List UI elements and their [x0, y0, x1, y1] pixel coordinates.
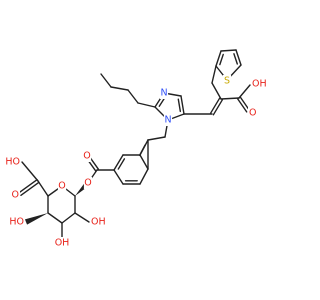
- atom-label-ho-c4: HO: [9, 217, 24, 228]
- atom-label-o-pyranose-ring: O: [58, 181, 65, 192]
- atom-label-oh-c2: OH: [91, 217, 106, 228]
- atom-label-mask: [90, 216, 105, 228]
- bond: [21, 161, 39, 182]
- bond: [61, 212, 76, 224]
- atom-label-n-imidazole-substituted: N: [164, 115, 171, 126]
- atom-label-mask: [57, 180, 67, 192]
- atom-label-mask: [11, 189, 20, 201]
- atom-label-s-thiophene: S: [224, 76, 230, 87]
- atom-label-mask: [159, 87, 169, 99]
- bond: [47, 212, 63, 224]
- atom-label-mask: [222, 75, 232, 87]
- bond: [209, 97, 221, 114]
- bond: [220, 49, 237, 52]
- bond: [127, 89, 139, 104]
- bond: [236, 98, 248, 113]
- atom-label-mask: [6, 156, 21, 168]
- bond: [138, 144, 146, 157]
- bond-layer: [18, 49, 251, 241]
- bond: [74, 212, 90, 223]
- atom-label-oh-acid-top: OH: [252, 79, 267, 90]
- bond: [113, 154, 124, 171]
- stereo-wedge-bond: [24, 213, 48, 225]
- atom-label-mask: [83, 177, 93, 189]
- bond: [212, 99, 224, 116]
- bond: [139, 168, 149, 185]
- bond: [100, 73, 112, 88]
- bond: [238, 84, 251, 99]
- atom-label-o-acid-top-carbonyl: O: [249, 108, 256, 119]
- atom-label-mask: [251, 78, 266, 90]
- bond: [37, 180, 49, 197]
- bond: [20, 181, 40, 196]
- bond: [18, 179, 38, 194]
- bond: [110, 86, 129, 91]
- bond: [211, 82, 222, 100]
- atom-label-o-ester-carbonyl: O: [83, 151, 90, 162]
- atom-label-mask: [163, 114, 173, 126]
- bond: [117, 158, 126, 170]
- atom-label-mask: [54, 237, 70, 249]
- bond: [235, 49, 242, 66]
- atom-label-n-imidazole-ring: N: [160, 88, 167, 99]
- bond: [215, 50, 222, 67]
- atom-label-o-sugar-acid-carbonyl: O: [12, 190, 19, 201]
- bond: [137, 102, 156, 108]
- bond: [219, 53, 224, 66]
- atom-label-ho-sugar-acid: HO: [5, 157, 20, 168]
- atom-label-mask: [10, 216, 25, 228]
- bond: [211, 65, 217, 84]
- bond: [180, 95, 185, 115]
- bond: [177, 98, 182, 113]
- atom-label-mask: [248, 107, 257, 119]
- atom-label-oh-c3: OH: [55, 238, 70, 249]
- atom-label-mask: [82, 150, 92, 162]
- bond: [147, 136, 166, 141]
- bond: [220, 97, 240, 100]
- atom-label-o-ester-link: O: [84, 178, 91, 189]
- bond: [113, 169, 124, 185]
- bond: [233, 53, 239, 65]
- bond: [239, 96, 251, 111]
- bond: [139, 154, 149, 170]
